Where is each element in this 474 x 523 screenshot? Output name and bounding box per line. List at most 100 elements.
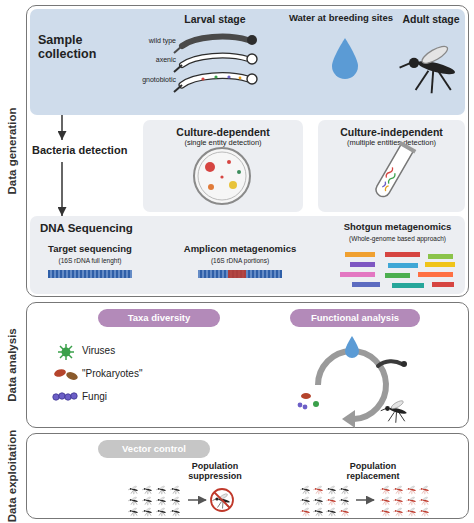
suppression-grid (170, 486, 180, 495)
replaced-grid (406, 508, 416, 517)
functional-cycle (303, 405, 308, 410)
suppression-grid (156, 486, 166, 495)
larva-wild-type (247, 35, 257, 45)
virus-icon (58, 351, 74, 353)
method-note: (single entity detection) (143, 139, 303, 148)
petri-dish (220, 175, 223, 178)
suppressed-mosquito (211, 489, 233, 511)
suppression-grid (128, 508, 138, 517)
virus-icon (60, 346, 72, 358)
suppressed-mosquito (213, 493, 231, 509)
taxon-label: Fungi (82, 391, 172, 403)
shotgun-fragments (418, 272, 453, 277)
replaced-grid (380, 486, 390, 495)
test-tube (372, 141, 417, 200)
pill-text: Taxa diversity (98, 309, 220, 327)
functional-cycle (345, 336, 359, 358)
mixed-grid (300, 486, 310, 495)
suppression-grid (142, 486, 152, 495)
fungi-icon (59, 393, 65, 399)
suppression-grid (128, 486, 138, 495)
mixed-grid (300, 497, 310, 506)
method-note: (16S rDNA full lenght) (35, 257, 145, 264)
petri-dish (194, 148, 250, 204)
method-note: (multiple entities detection) (318, 139, 465, 148)
petri-dish (229, 181, 237, 189)
larva-gnotobiotic (174, 74, 257, 92)
replaced-grid (380, 486, 429, 517)
shotgun-fragments (388, 263, 418, 268)
strategy-label: Population suppression (172, 461, 258, 482)
bacteria-icon (53, 368, 79, 381)
test-tube (399, 141, 417, 153)
band-title: Sample collection (38, 33, 112, 62)
petri-dish (237, 170, 241, 174)
larva-type: axenic (130, 56, 176, 64)
petri-dish (198, 152, 246, 200)
virus-icon (62, 348, 71, 357)
shotgun-fragments (425, 262, 455, 267)
replaced-grid (406, 497, 416, 506)
method-title: Culture-independent (318, 126, 465, 138)
larva-gnotobiotic (247, 74, 257, 84)
test-tube (387, 173, 396, 185)
mixed-grid (300, 486, 349, 517)
stage-label: Adult stage (400, 13, 462, 25)
functional-cycle (342, 410, 355, 428)
replacement-arrow (356, 499, 374, 501)
shotgun-fragments (428, 254, 453, 259)
method-title: Culture-dependent (143, 126, 303, 138)
sample-band: Sample collection (30, 9, 465, 115)
suppressed-mosquito (214, 492, 230, 508)
category-pill: Vector control (98, 440, 210, 458)
functional-cycle (301, 393, 311, 399)
virus-icon (60, 346, 72, 358)
suppression-grid (128, 497, 138, 506)
fungi-icon (53, 394, 59, 400)
shotgun-fragments (350, 262, 375, 267)
method-label: Target sequencing (35, 244, 145, 255)
pill-text: Vector control (98, 440, 210, 458)
larva-axenic (174, 65, 182, 72)
mixed-grid (339, 486, 349, 495)
method-label: Shotgun metagenomics (335, 222, 460, 233)
suppression-arrow (188, 499, 206, 501)
box-title: DNA Sequencing (40, 222, 133, 235)
dna-portions (198, 270, 282, 278)
larva-axenic (174, 54, 257, 72)
taxon-label: "Prokaryotes" (82, 368, 172, 380)
suppression-grid (142, 508, 152, 517)
cycle-mosquito (381, 399, 407, 422)
larva-gnotobiotic (182, 76, 248, 85)
method-note: (16S rDNA portions) (180, 257, 300, 264)
category-pill: Functional analysis (290, 309, 420, 327)
larva-axenic (182, 56, 248, 65)
shotgun-fragments (352, 282, 380, 287)
shotgun-fragments (385, 273, 410, 278)
larva-wild-type (182, 37, 248, 46)
larva-gnotobiotic (239, 77, 242, 80)
bacteria-icon (53, 368, 66, 378)
dna-portions (198, 270, 282, 278)
flow-arrow (61, 115, 63, 140)
suppression-grid (142, 497, 152, 506)
suppressed-mosquito (211, 489, 233, 511)
fungi-icon (71, 393, 77, 399)
larva-gnotobiotic (182, 76, 248, 85)
fungi-icon (65, 394, 71, 400)
suppression-grid (170, 508, 180, 517)
test-tube (384, 185, 388, 191)
category-pill: Taxa diversity (98, 309, 220, 327)
mixed-grid (313, 486, 323, 495)
suppression-grid (156, 497, 166, 506)
functional-cycle (313, 401, 319, 407)
mixed-grid (339, 508, 349, 517)
section-frame: Data exploitationVector control (26, 433, 469, 519)
method-label: Amplicon metagenomics (180, 244, 300, 255)
section-title: Data analysis (6, 328, 19, 402)
strategy-label: Population replacement (330, 461, 416, 482)
mixed-grid (313, 497, 323, 506)
functional-cycle (401, 361, 407, 367)
larva-axenic (247, 54, 257, 64)
